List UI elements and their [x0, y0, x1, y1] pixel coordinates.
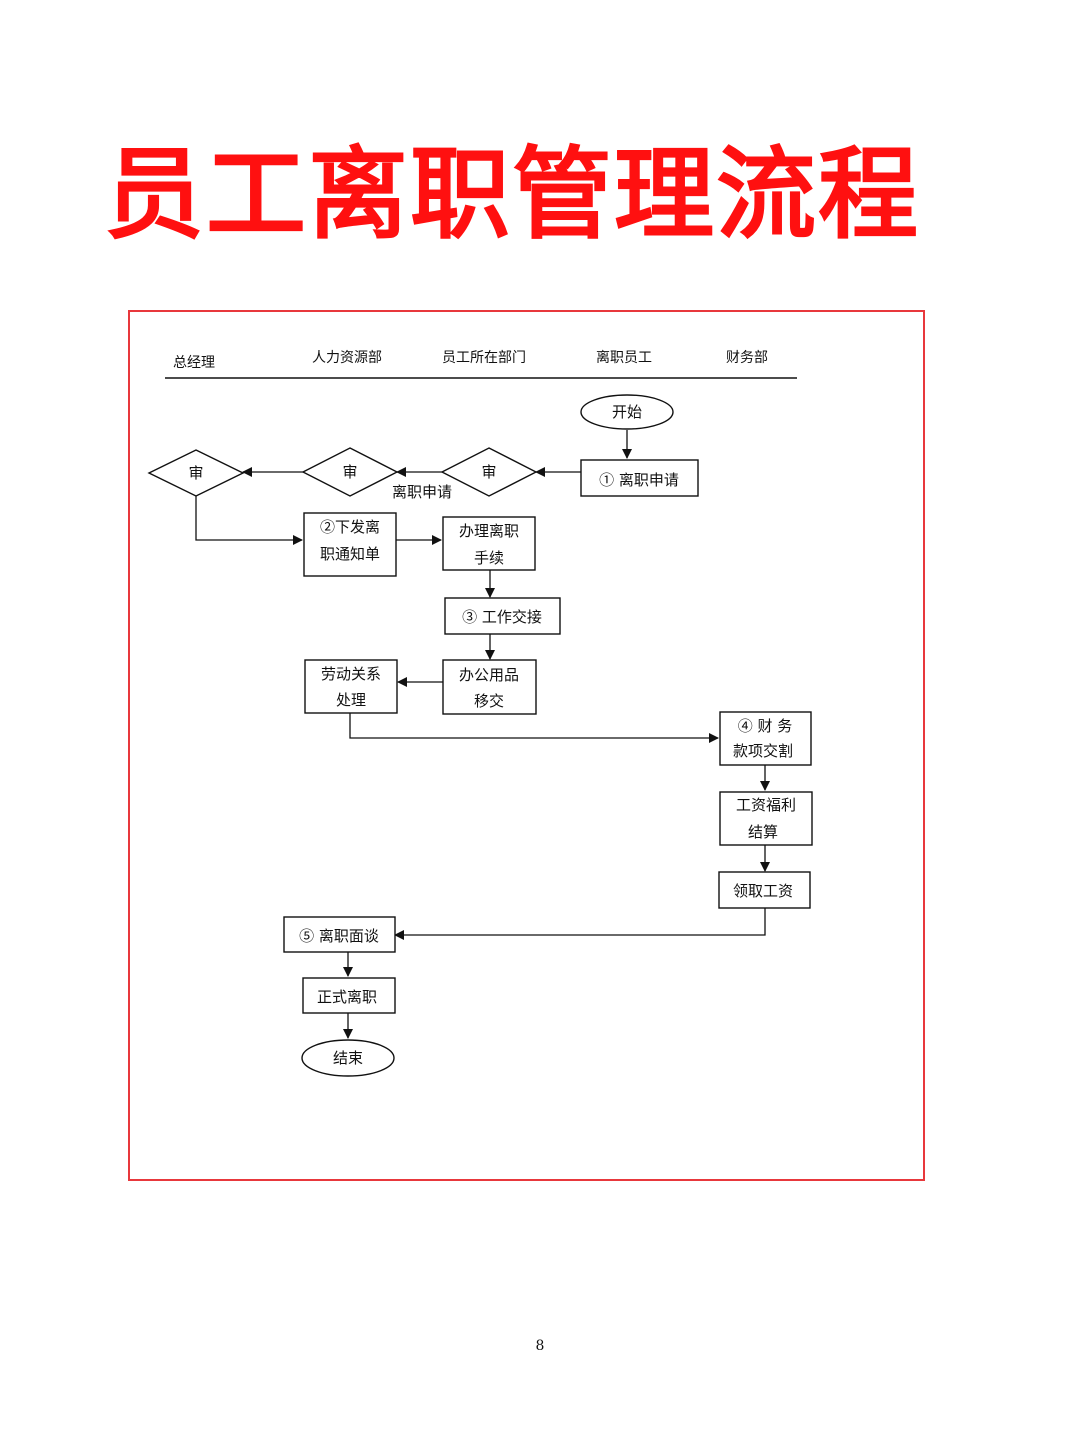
- diagram-frame: [128, 310, 925, 1181]
- node-office-line2: 移交: [474, 692, 504, 710]
- node-apply-label: ① 离职申请: [599, 471, 679, 489]
- node-procedure: 办理离职 手续: [442, 516, 536, 571]
- edges: [195, 430, 770, 1039]
- lane-finance: 财务部: [726, 350, 768, 366]
- page-number: 8: [535, 1338, 545, 1354]
- page-title: 员工离职管理流程: [104, 136, 920, 253]
- node-interview-label: ⑤ 离职面谈: [299, 927, 379, 945]
- node-review-gm-label: 审: [188, 464, 203, 482]
- node-handover: ③ 工作交接: [444, 597, 561, 635]
- lane-dept: 员工所在部门: [442, 350, 526, 366]
- node-interview: ⑤ 离职面谈: [283, 916, 396, 953]
- edge-label-apply: 离职申请: [392, 483, 452, 501]
- node-salary-line1: 工资福利: [736, 796, 796, 814]
- node-notice-line1: ②下发离: [320, 518, 380, 536]
- node-formal: 正式离职: [302, 977, 396, 1014]
- node-collect: 领取工资: [718, 871, 811, 909]
- node-start-label: 开始: [612, 403, 642, 421]
- node-collect-label: 领取工资: [733, 882, 793, 900]
- node-review-dept-label: 审: [481, 463, 496, 481]
- lane-hr: 人力资源部: [312, 350, 382, 366]
- node-review-dept: 审: [440, 447, 538, 497]
- node-office-line1: 办公用品: [459, 666, 519, 684]
- node-procedure-line1: 办理离职: [459, 522, 519, 540]
- node-handover-label: ③ 工作交接: [462, 608, 542, 626]
- node-finance: ④ 财 务 款项交割: [719, 711, 812, 766]
- node-finance-line1: ④ 财 务: [738, 717, 793, 735]
- node-start: 开始: [580, 394, 674, 430]
- node-end-label: 结束: [333, 1049, 363, 1067]
- node-review-hr-label: 审: [342, 463, 357, 481]
- node-review-hr: 审: [301, 447, 399, 497]
- node-salary-line2: 结算: [748, 823, 778, 841]
- node-salary: 工资福利 结算: [719, 791, 813, 846]
- lane-gm: 总经理: [173, 355, 215, 371]
- node-finance-line2: 款项交割: [733, 742, 793, 760]
- node-labor: 劳动关系 处理: [304, 659, 398, 714]
- node-apply: ① 离职申请: [580, 459, 699, 497]
- node-labor-line2: 处理: [336, 691, 366, 709]
- edge-collect-interview: [394, 908, 766, 940]
- edge-labor-finance: [349, 713, 719, 743]
- node-notice-line2: 职通知单: [320, 545, 380, 563]
- edge-review-gm-notice: [195, 496, 303, 545]
- node-review-gm: 审: [147, 449, 245, 497]
- node-procedure-line2: 手续: [474, 549, 504, 567]
- lane-employee: 离职员工: [596, 349, 652, 366]
- node-formal-label: 正式离职: [317, 988, 377, 1006]
- node-end: 结束: [301, 1039, 395, 1077]
- node-labor-line1: 劳动关系: [321, 665, 381, 683]
- node-notice: ②下发离 职通知单: [303, 512, 397, 577]
- node-office: 办公用品 移交: [442, 659, 537, 715]
